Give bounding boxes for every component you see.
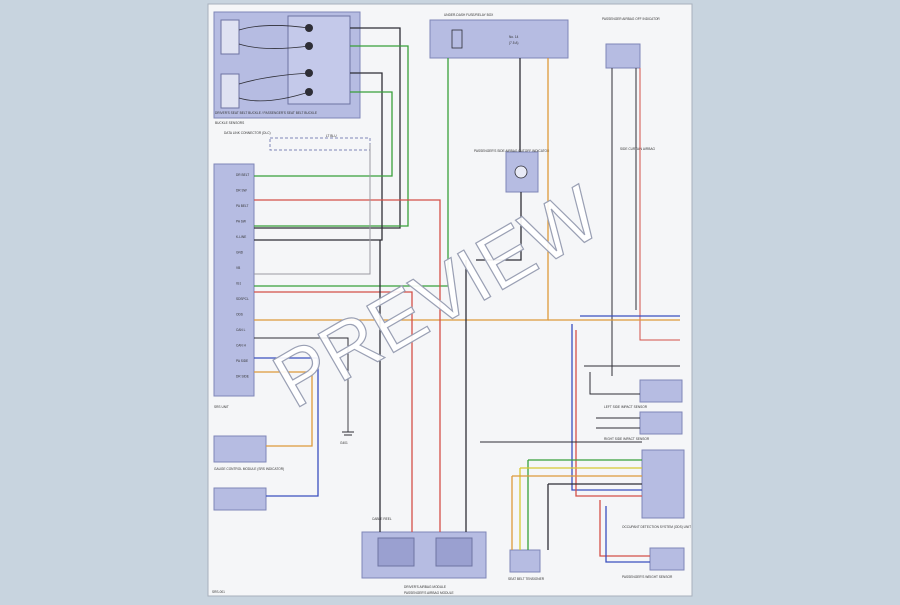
fuse-pin-1: No. 14: [509, 35, 519, 39]
ods-unit-label: OCCUPANT DETECTION SYSTEM (ODS) UNIT: [622, 525, 691, 529]
srs-unit-block: SRS UNIT DR BELT DR SW PA BELT PA SW K-LINE G…: [213, 163, 255, 409]
wire-black-ods: [547, 483, 642, 550]
srs-pin-label: CAN H: [236, 344, 247, 348]
wire-orange-meter: [254, 371, 313, 447]
can-module-rect: [213, 487, 267, 511]
weight-sensor-label: PASSENGER'S WEIGHT SENSOR: [622, 575, 673, 579]
srs-pin-label: IG1: [236, 282, 241, 286]
wire-red-weight: [599, 500, 650, 557]
ground-g401: G401: [340, 378, 354, 445]
passenger-airbag-label: PASSENGER'S AIRBAG MODULE: [404, 591, 454, 595]
can-module-block: [213, 487, 267, 511]
tensioner-label: SEAT BELT TENSIONER: [508, 577, 545, 581]
buckle-wire-arc-1: [238, 25, 310, 31]
srs-unit-rect: [213, 163, 255, 397]
left-sensor-label: LEFT SIDE IMPACT SENSOR: [604, 405, 648, 409]
wire-yellow-ods: [519, 467, 642, 550]
wire-red-srs-1: [254, 199, 441, 466]
srs-pin-label: DR BELT: [236, 173, 249, 177]
buckle-wire-arc-4: [238, 91, 310, 102]
wire-grey-dlc: [254, 144, 371, 275]
pa-indicator-label: PASSENGER AIRBAG OFF INDICATOR: [602, 17, 660, 21]
srs-pin-label: GND: [236, 251, 244, 255]
wire-black-buckle-1: [254, 27, 401, 229]
wire-red-pa-ind: [639, 68, 680, 341]
driver-airbag-inner: [377, 537, 415, 567]
passenger-airbag-indicator-block: PASSENGER AIRBAG OFF INDICATOR: [602, 17, 660, 69]
srs-unit-label: SRS UNIT: [214, 405, 229, 409]
wire-black-ls-2: [589, 372, 640, 395]
wire-black-fuse-2: [476, 192, 522, 261]
ods-unit-block: OCCUPANT DETECTION SYSTEM (ODS) UNIT: [622, 449, 691, 529]
buckle-inner-box-lower: [220, 73, 240, 109]
dlc-wire-label: LT BLU: [326, 134, 337, 138]
buckle-inner-box-upper: [220, 19, 240, 55]
right-sensor-label: RIGHT SIDE IMPACT SENSOR: [604, 437, 650, 441]
page-footer: SRS-001: [212, 590, 225, 594]
tensioner-rect: [509, 549, 541, 573]
srs-pin-label: K-LINE: [236, 235, 246, 239]
cutoff-indicator-label: PASSENGER'S SIDE AIRBAG CUTOFF INDICATOR: [474, 149, 550, 153]
meter-block: GAUGE CONTROL MODULE (SRS INDICATOR): [213, 435, 284, 471]
ods-unit-rect: [641, 449, 685, 519]
side-cutoff-indicator-block: PASSENGER'S SIDE AIRBAG CUTOFF INDICATOR: [474, 149, 550, 193]
indicator-lamp-icon: [514, 165, 528, 179]
buckle-connector-box: [287, 15, 351, 105]
cable-reel-label: CABLE REEL: [372, 517, 392, 521]
left-sensor-rect: [639, 379, 683, 403]
dlc-label: DATA LINK CONNECTOR (DLC): [224, 131, 271, 135]
driver-airbag-label: DRIVER'S AIRBAG MODULE: [404, 585, 446, 589]
seat-belt-tensioner-block: SEAT BELT TENSIONER: [508, 549, 545, 581]
wire-blue-weight: [605, 506, 650, 563]
wire-black-buckle-3: [254, 72, 383, 241]
weight-sensor-rect: [649, 547, 685, 571]
buckle-note: BUCKLE SENSORS: [215, 121, 244, 125]
fuse-pin-2: (7.5 A): [509, 41, 518, 45]
srs-pin-label: VB: [236, 266, 240, 270]
seatbelt-buckle-block: DRIVER'S SEAT BELT BUCKLE / PASSENGER'S …: [213, 11, 361, 125]
weight-sensor-block: PASSENGER'S WEIGHT SENSOR: [622, 547, 685, 579]
side-sensors-block: LEFT SIDE IMPACT SENSOR RIGHT SIDE IMPAC…: [604, 379, 683, 441]
pa-indicator-rect: [605, 43, 641, 69]
wire-green-buckle-4: [254, 91, 393, 177]
srs-pin-label: DR SW: [236, 189, 247, 193]
srs-pin-label: PA SIDE: [236, 359, 248, 363]
wire-black-ground: [254, 337, 349, 378]
srs-pin-label: PA BELT: [236, 204, 249, 208]
wire-orange-ods: [511, 475, 642, 550]
under-dash-fuse-block: UNDER-DASH FUSE/RELAY BOX No. 14 (7.5 A): [429, 13, 569, 59]
buckle-wire-arc-3: [238, 72, 310, 85]
meter-label: GAUGE CONTROL MODULE (SRS INDICATOR): [214, 467, 284, 471]
right-sensor-rect: [639, 411, 683, 435]
wire-red-srs-2: [254, 291, 413, 470]
fuse-label: UNDER-DASH FUSE/RELAY BOX: [444, 13, 494, 17]
ground-label: G401: [340, 441, 348, 445]
buckle-wire-arc-2: [238, 43, 310, 49]
wire-red-right: [575, 330, 642, 497]
fuse-element: [451, 29, 463, 49]
wire-blue-right-2: [571, 324, 642, 491]
wire-green-fuse: [254, 58, 449, 287]
srs-pin-label: SDSPCL: [236, 297, 249, 301]
wire-layer: [254, 27, 680, 563]
srs-pin-label: DR SIDE: [236, 375, 249, 379]
srs-pin-label: CAN L: [236, 328, 246, 332]
fuse-box-rect: [429, 19, 569, 59]
srs-pin-labels: DR BELT DR SW PA BELT PA SW K-LINE GND VB IG1SD…: [236, 173, 249, 379]
sidecurtain-label: SIDE CURTAIN AIRBAG: [620, 147, 655, 151]
wire-blue-can: [254, 357, 319, 497]
wire-green-buckle-2: [254, 45, 409, 227]
buckle-label: DRIVER'S SEAT BELT BUCKLE / PASSENGER'S …: [215, 111, 317, 115]
srs-pin-label: PA SW: [236, 220, 246, 224]
passenger-airbag-inner: [435, 537, 473, 567]
wire-green-ods: [527, 459, 642, 550]
meter-rect: [213, 435, 267, 463]
srs-pin-label: ODS: [236, 313, 243, 317]
airbag-modules-block: DRIVER'S AIRBAG MODULE PASSENGER'S AIRBA…: [361, 517, 487, 595]
